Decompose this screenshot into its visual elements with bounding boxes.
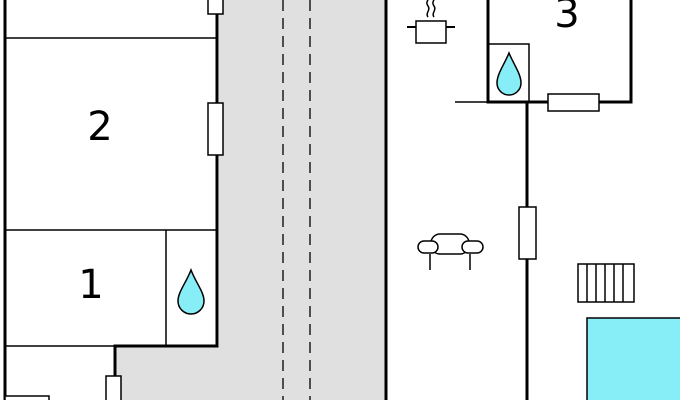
cooking-pot-icon: [407, 0, 455, 44]
armchair-icon: [417, 233, 484, 270]
window: [105, 375, 122, 400]
window: [207, 0, 224, 15]
room-3-label: 3: [554, 0, 579, 37]
swimming-pool-icon: [586, 317, 680, 400]
room-2-label: 2: [87, 104, 112, 150]
room-1-label: 1: [78, 262, 103, 308]
right-building-windows: [518, 93, 600, 260]
left-building-windows: [4, 0, 224, 400]
water-drop-icon: [496, 51, 522, 96]
window: [207, 102, 224, 156]
window: [547, 93, 600, 112]
left-building-walls: [3, 0, 219, 400]
radiator-icon: [577, 263, 635, 303]
corridor-dashed-lines: [282, 0, 311, 400]
corridor: [115, 0, 386, 400]
window: [518, 206, 537, 260]
water-drop-icon: [177, 267, 205, 315]
window: [4, 395, 50, 400]
